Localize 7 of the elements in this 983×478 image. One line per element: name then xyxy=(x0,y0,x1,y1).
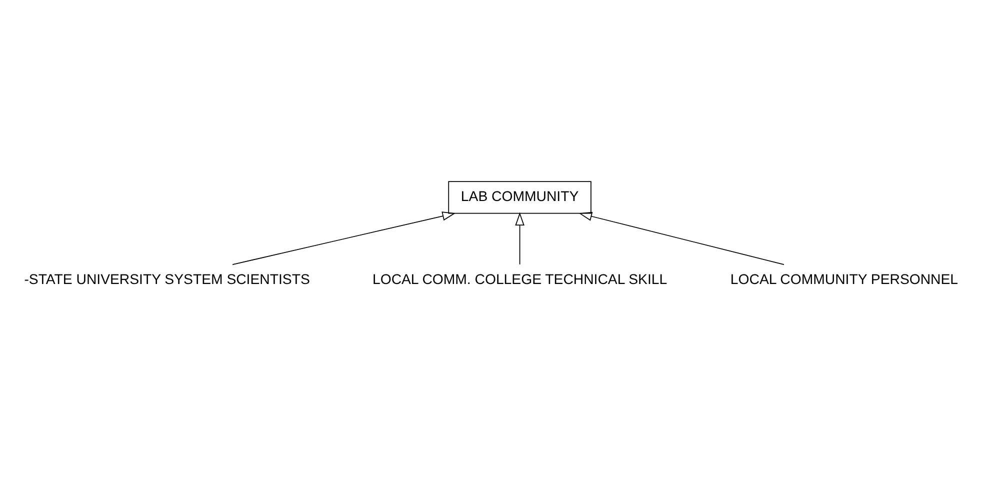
node-box: LAB COMMUNITY xyxy=(448,181,592,214)
arrow xyxy=(515,212,524,265)
arrow xyxy=(578,212,784,265)
node-text: LOCAL COMMUNITY PERSONNEL xyxy=(730,270,958,287)
arrow xyxy=(232,212,456,265)
node-text: -STATE UNIVERSITY SYSTEM SCIENTISTS xyxy=(24,270,310,287)
node-text: LOCAL COMM. COLLEGE TECHNICAL SKILL xyxy=(372,270,668,287)
